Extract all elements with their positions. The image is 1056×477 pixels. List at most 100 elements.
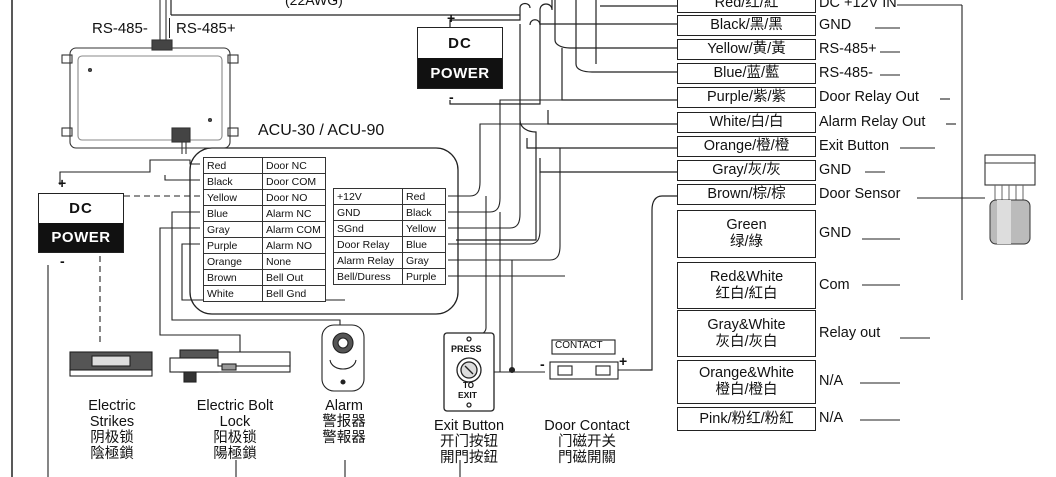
- wire-color-label: White/白/白: [709, 114, 784, 130]
- relay-wire-function: Door NC: [262, 157, 326, 174]
- wire-color-label: Black/黑/黑: [710, 17, 783, 33]
- power-signal-name: Bell/Duress: [333, 268, 403, 285]
- power-wire-color: Purple: [402, 268, 446, 285]
- alarm-label-line: Alarm: [325, 398, 363, 414]
- wire-function-label: Alarm Relay Out: [819, 113, 926, 130]
- wire-function-label: Door Relay Out: [819, 88, 919, 105]
- wire-color-box: Yellow/黄/黃: [677, 39, 816, 60]
- exit-label-line: 开门按钮: [440, 434, 498, 450]
- wire-color-box: Blue/蓝/藍: [677, 63, 816, 84]
- power-wire-color: Gray: [402, 252, 446, 269]
- wire-function-label: DC +12V IN: [819, 0, 897, 11]
- bolt-label-line: 陽極鎖: [213, 446, 257, 462]
- dc-power-middle: DC POWER: [417, 27, 503, 89]
- dc-mid-top: DC: [448, 34, 472, 52]
- contact-minus: -: [540, 356, 545, 372]
- bolt-label-line: 阳极锁: [213, 430, 257, 446]
- wire-color-box: Orange/橙/橙: [677, 136, 816, 157]
- wire-color-label: Brown/棕/棕: [707, 186, 786, 202]
- bolt-lock-label: Electric Bolt Lock 阳极锁 陽極鎖: [180, 398, 290, 462]
- wire-color-label-cn: 灰白/灰白: [715, 333, 778, 350]
- wire-function-label: Exit Button: [819, 137, 890, 154]
- press-text: PRESS: [451, 344, 482, 354]
- wire-function-label: Relay out: [819, 324, 881, 341]
- relay-wire-color: Orange: [203, 253, 263, 270]
- wire-color-box: Black/黑/黑: [677, 15, 816, 36]
- strike-label-line: Strikes: [89, 414, 135, 430]
- wire-gauge-label: (22AWG): [285, 0, 343, 8]
- power-signal-name: GND: [333, 204, 403, 221]
- wire-color-label-cn: 橙白/橙白: [715, 382, 778, 398]
- wire-color-label: Purple/紫/紫: [707, 89, 786, 105]
- relay-wire-function: Door COM: [262, 173, 326, 190]
- dc-power-left: DC POWER: [38, 193, 124, 253]
- relay-wire-color: Yellow: [203, 189, 263, 206]
- cable-connector: [984, 154, 1036, 245]
- exit-button-drawing: [443, 332, 495, 412]
- rs485-plus-label: RS-485+: [176, 20, 236, 37]
- alarm-label: Alarm 警报器 警報器: [308, 398, 380, 446]
- door-contact-label: Door Contact 门磁开关 門磁開關: [528, 418, 646, 466]
- contact-label-line: 门磁开关: [558, 434, 616, 450]
- contact-text: CONTACT: [555, 340, 603, 351]
- dc-left-minus: -: [60, 253, 65, 269]
- contact-plus: +: [619, 353, 628, 369]
- relay-wire-function: Alarm NC: [262, 205, 326, 222]
- exit-label-line: Exit Button: [433, 418, 505, 434]
- relay-wire-function: Bell Gnd: [262, 285, 326, 302]
- wire-color-box: Red/红/紅: [677, 0, 816, 13]
- wire-color-label: Orange&White: [698, 365, 795, 381]
- controller-title: ACU-30 / ACU-90: [258, 122, 385, 139]
- wire-color-label: Red&White: [709, 268, 784, 285]
- power-wire-color: Yellow: [402, 220, 446, 237]
- power-signal-name: SGnd: [333, 220, 403, 237]
- strike-label-line: 阴极锁: [90, 430, 134, 446]
- wire-function-label: N/A: [819, 410, 844, 426]
- wire-color-label: Red/红/紅: [714, 0, 779, 11]
- wire-function-label: GND: [819, 16, 852, 33]
- rs485-label-divider: [169, 18, 170, 38]
- relay-wire-function: Alarm NO: [262, 237, 326, 254]
- strike-label-line: Electric: [88, 398, 136, 414]
- wire-color-box: White/白/白: [677, 112, 816, 133]
- wire-color-box: Brown/棕/棕: [677, 184, 816, 205]
- wire-function-label: GND: [819, 161, 852, 178]
- power-signal-name: Alarm Relay: [333, 252, 403, 269]
- contact-label-line: 門磁開關: [558, 450, 616, 466]
- exit-label-line: 開門按鈕: [440, 450, 498, 466]
- wire-function-label: RS-485-: [819, 64, 873, 81]
- bolt-label-line: Electric Bolt: [196, 398, 274, 414]
- rs485-minus-label: RS-485-: [92, 20, 148, 37]
- wire-color-label-cn: 红白/紅白: [715, 285, 778, 302]
- bolt-lock-drawing: [169, 349, 291, 383]
- dc-mid-minus: -: [449, 89, 454, 105]
- power-wire-color: Red: [402, 188, 446, 205]
- alarm-label-line: 警报器: [322, 414, 366, 430]
- relay-wire-color: Black: [203, 173, 263, 190]
- wire-color-label: Pink/粉红/粉紅: [699, 410, 794, 427]
- wire-function-label: Door Sensor: [819, 185, 901, 202]
- wire-color-label: Blue/蓝/藍: [713, 65, 780, 81]
- wire-color-label: Yellow/黄/黃: [707, 41, 786, 57]
- dc-mid-bottom: POWER: [418, 58, 502, 88]
- power-signal-name: +12V: [333, 188, 403, 205]
- exit-text: EXIT: [458, 390, 477, 400]
- strike-label: Electric Strikes 阴极锁 陰極鎖: [72, 398, 152, 462]
- dc-left-bottom: POWER: [39, 223, 123, 252]
- relay-wire-function: Alarm COM: [262, 221, 326, 238]
